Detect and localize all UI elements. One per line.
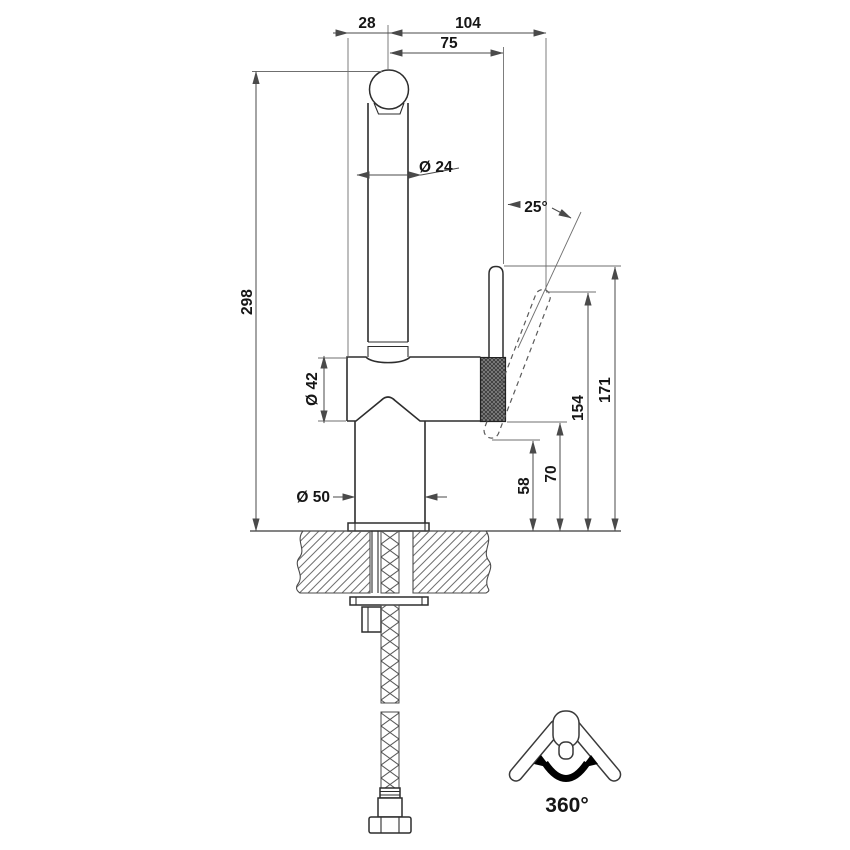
dim-dia42: Ø 42 (304, 355, 328, 424)
threaded-shank (371, 531, 379, 593)
dim-25deg: 25° (507, 199, 572, 219)
base-column (354, 421, 426, 523)
mounting-nut (361, 606, 382, 633)
ext-body-diameter (318, 357, 346, 422)
dim-154: 154 (570, 292, 592, 532)
extension-lines (252, 25, 621, 441)
counter-slab-right (412, 530, 492, 594)
spout-aerator (373, 102, 405, 115)
base-plate (347, 522, 430, 532)
dim-154-label: 154 (570, 395, 587, 421)
dim-104-label: 104 (455, 15, 481, 32)
dim-70-label: 70 (543, 465, 560, 482)
dim-28-label: 28 (358, 15, 376, 32)
rotation-arrowhead-right (581, 755, 598, 768)
dim-25deg-label: 25° (524, 199, 547, 216)
body-bottom-outline (347, 396, 481, 422)
hose-fitting-hex-flats (380, 817, 400, 833)
knurled-collar (479, 356, 507, 423)
hose-fitting-collar (379, 787, 401, 799)
hose-fitting-collar-ridges (380, 790, 400, 796)
swivel-360-symbol: 360° (508, 710, 622, 817)
rotation-arrowhead-left (534, 755, 551, 768)
dim-dia50: Ø 50 (296, 489, 447, 506)
dim-171: 171 (597, 266, 619, 532)
mounting-washer-detail (355, 597, 423, 605)
faucet-outline (346, 69, 551, 532)
dim-171-label: 171 (597, 377, 614, 403)
dim-dia24-label: Ø 24 (419, 159, 453, 176)
base-plate-detail (354, 523, 426, 531)
hose-braid-segment-1 (380, 530, 400, 594)
dim-58: 58 (516, 440, 537, 532)
hose-braid-segment-2 (380, 604, 400, 704)
hose-fitting-body (377, 797, 403, 818)
dim-dia42-label: Ø 42 (304, 372, 321, 406)
mounting-washer (349, 596, 429, 606)
counter-slab-left (295, 530, 371, 594)
dim-75-label: 75 (440, 35, 458, 52)
spout-top-ball (368, 69, 410, 110)
dim-298-label: 298 (239, 289, 256, 315)
countertop-section (250, 530, 621, 633)
lever-upright (488, 265, 504, 357)
dim-70: 70 (543, 422, 564, 532)
swivel-angle-label: 360° (545, 794, 588, 817)
dim-104: 104 (389, 15, 547, 37)
ext-tilted-lever-axis (517, 211, 582, 349)
dim-298: 298 (239, 70, 260, 532)
dim-28: 28 (333, 15, 390, 37)
supply-hose (368, 530, 412, 834)
swivel-spout-stem (558, 741, 574, 760)
dim-dia50-label: Ø 50 (296, 489, 330, 506)
dim-dia24: Ø 24 (356, 159, 460, 179)
dim-58-label: 58 (516, 477, 533, 495)
spout-joint-ring (367, 341, 409, 357)
rotation-arrow-arc (542, 760, 590, 782)
hose-braid-segment-3 (380, 711, 400, 789)
spout-tube (367, 103, 409, 342)
hose-fitting-hex-nut (368, 816, 412, 834)
dimensions: 28 104 75 298 Ø 24 25° Ø 42 (239, 15, 619, 532)
dim-75: 75 (389, 35, 504, 57)
body-top-outline (346, 356, 481, 421)
